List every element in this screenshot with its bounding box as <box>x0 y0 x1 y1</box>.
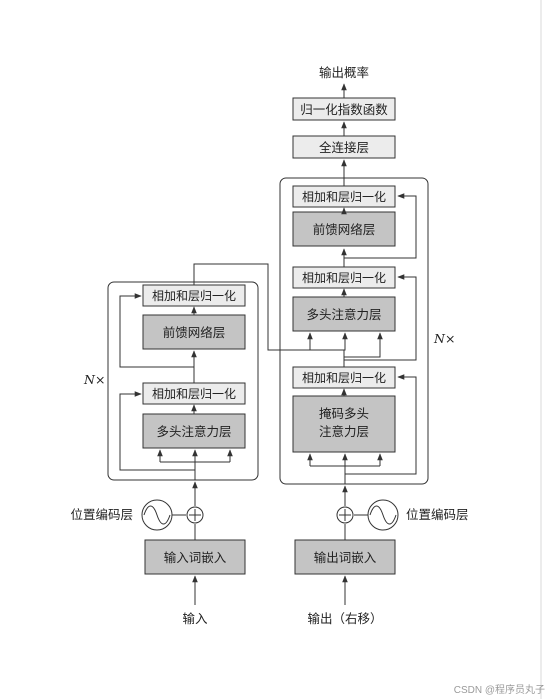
decoder-ffn-box <box>292 211 396 247</box>
decoder-stack: 输出（右移） 输出词嵌入 位置编码层 N× 掩码多头 注意力层 <box>279 177 469 626</box>
decoder-positional-label: 位置编码层 <box>406 507 469 522</box>
decoder-residual-3 <box>344 193 417 259</box>
decoder-input-label: 输出（右移） <box>307 611 382 626</box>
decoder-embedding-box <box>294 539 396 575</box>
decoder-addnorm-3-label: 相加和层归一化 <box>302 190 386 204</box>
watermark: CSDN @程序员丸子 <box>454 683 545 696</box>
decoder-residual-2 <box>344 274 417 361</box>
encoder-addnorm-1-label: 相加和层归一化 <box>152 387 236 401</box>
encoder-to-decoder-key-arrow <box>193 263 313 351</box>
encoder-attention-label: 多头注意力层 <box>156 424 231 439</box>
encoder-embedding-label: 输入词嵌入 <box>164 550 227 565</box>
encoder-embedding-box <box>144 539 246 575</box>
encoder-attention-box <box>142 413 246 449</box>
encoder-residual-2 <box>119 293 194 368</box>
decoder-repeat-label: N× <box>433 331 455 346</box>
decoder-masked-attention-line-1: 掩码多头 <box>319 406 369 421</box>
decoder-embedding-label: 输出词嵌入 <box>314 550 377 565</box>
encoder-repeat-label: N× <box>83 372 105 387</box>
decoder-sine-wave-icon <box>367 499 399 531</box>
encoder-positional-label: 位置编码层 <box>70 507 133 522</box>
decoder-masked-attention-box <box>292 395 396 453</box>
decoder-frame <box>279 177 429 485</box>
decoder-cross-attention-box <box>292 296 396 332</box>
decoder-cross-attention-label: 多头注意力层 <box>306 307 381 322</box>
linear-label: 全连接层 <box>319 140 369 155</box>
output-probabilities-label: 输出概率 <box>319 65 369 80</box>
decoder-query-arrow <box>344 332 383 358</box>
decoder-masked-attention-line-2: 注意力层 <box>319 424 369 439</box>
encoder-stack: 输入 输入词嵌入 位置编码层 N× 多头注意力层 <box>70 281 259 626</box>
encoder-residual-1 <box>119 391 195 471</box>
decoder-ffn-label: 前馈网络层 <box>313 222 376 237</box>
encoder-ffn-label: 前馈网络层 <box>163 325 226 340</box>
softmax-label: 归一化指数函数 <box>300 102 388 117</box>
decoder-addnorm-1-label: 相加和层归一化 <box>302 371 386 385</box>
encoder-to-decoder-value-arrow <box>310 332 348 351</box>
encoder-input-label: 输入 <box>182 611 208 626</box>
encoder-ffn-box <box>142 314 246 350</box>
decoder-addnorm-2-label: 相加和层归一化 <box>302 271 386 285</box>
encoder-addnorm-2-label: 相加和层归一化 <box>152 289 236 303</box>
encoder-sine-wave-icon <box>141 499 173 531</box>
decoder-residual-1 <box>345 374 417 475</box>
output-head: 全连接层 归一化指数函数 输出概率 <box>292 65 396 186</box>
encoder-frame <box>107 281 259 481</box>
